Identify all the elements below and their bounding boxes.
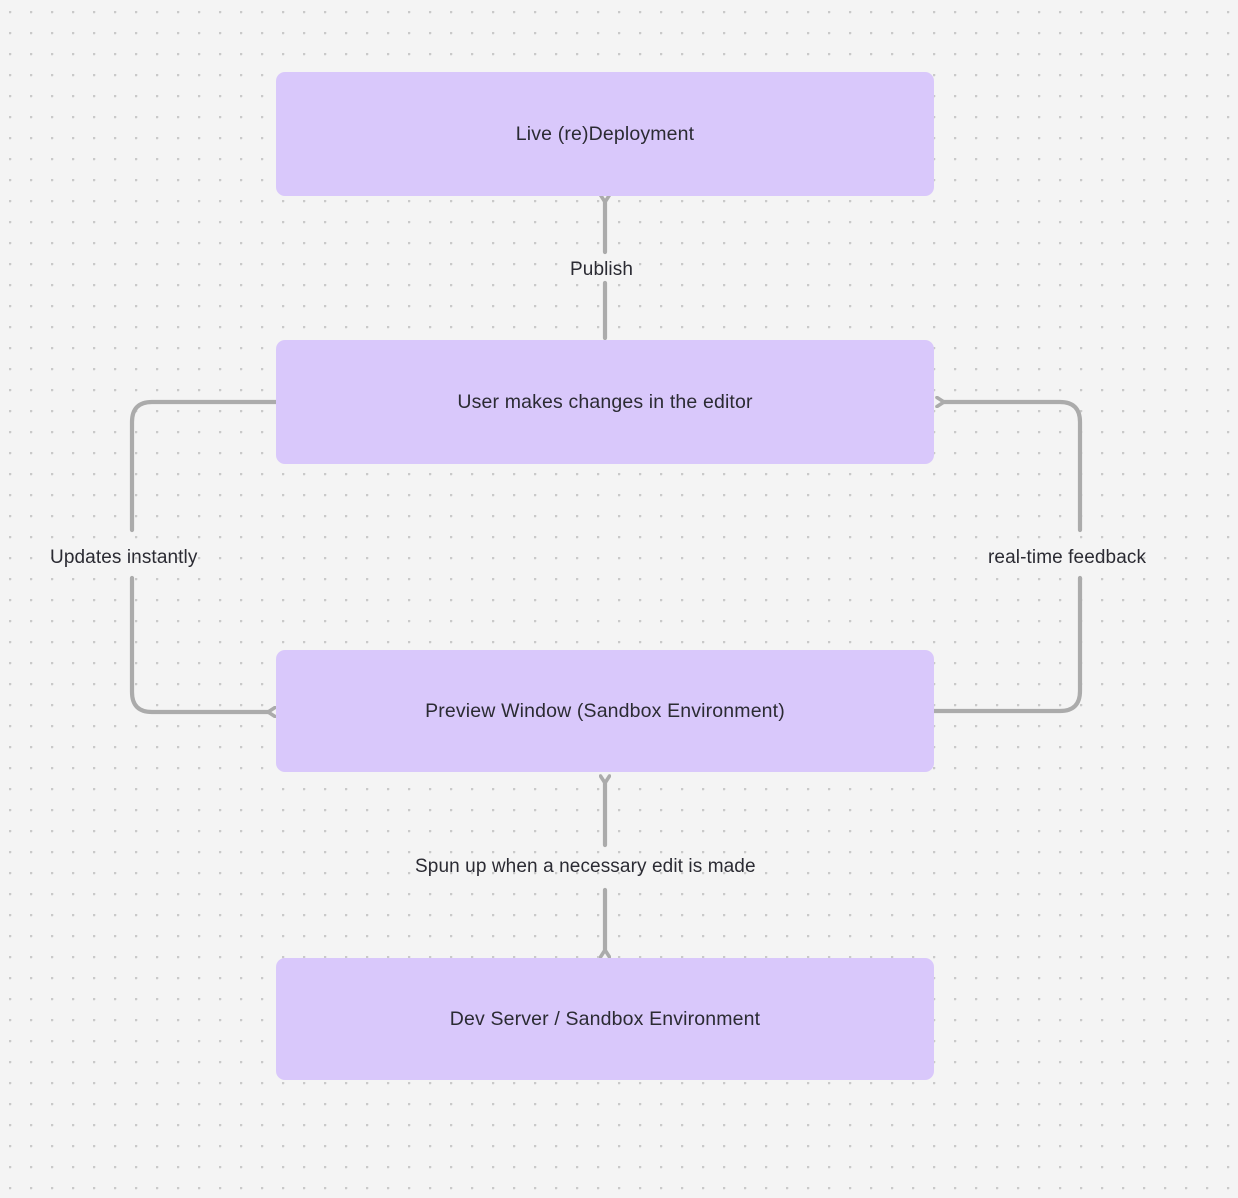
edge-realtime-lower-segment [931, 575, 1083, 714]
edge-realtime-upper-segment [944, 402, 1083, 533]
edge-updates-upper-segment [129, 399, 279, 533]
edge-label-publish: Publish [570, 259, 634, 280]
node-user-makes-changes-label: User makes changes in the editor [457, 390, 753, 413]
node-preview-window-label: Preview Window (Sandbox Environment) [425, 699, 785, 722]
node-live-redeployment[interactable]: Live (re)Deployment [276, 72, 934, 196]
node-dev-server-label: Dev Server / Sandbox Environment [449, 1007, 761, 1030]
edge-label-spun-up: Spun up when a necessary edit is made [415, 856, 756, 877]
edge-label-updates-instantly: Updates instantly [50, 547, 198, 568]
node-live-redeployment-label: Live (re)Deployment [515, 122, 695, 145]
node-dev-server[interactable]: Dev Server / Sandbox Environment [276, 958, 934, 1080]
edge-updates-lower-segment [129, 575, 268, 712]
edge-label-real-time-feedback: real-time feedback [988, 547, 1147, 568]
node-preview-window[interactable]: Preview Window (Sandbox Environment) [276, 650, 934, 772]
node-user-makes-changes[interactable]: User makes changes in the editor [276, 340, 934, 464]
